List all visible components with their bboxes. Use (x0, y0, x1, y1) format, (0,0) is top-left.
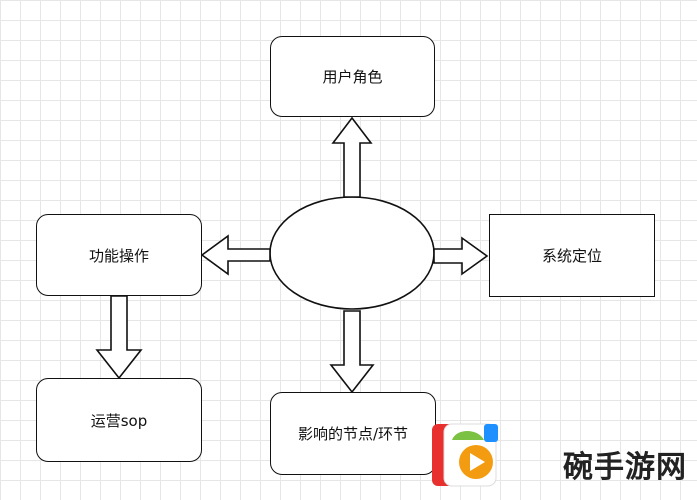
arrow-down-sop-icon (95, 295, 143, 380)
arrow-down-icon (329, 310, 375, 394)
node-affected-nodes: 影响的节点/环节 (270, 392, 436, 475)
arrow-left-icon (200, 234, 271, 276)
arrow-right-icon (433, 236, 489, 276)
node-system-position: 系统定位 (489, 214, 655, 297)
center-ellipse (269, 196, 435, 310)
node-user-role: 用户角色 (270, 36, 435, 117)
node-operations-sop: 运营sop (36, 378, 202, 462)
node-system-position-label: 系统定位 (541, 247, 602, 265)
arrow-up-icon (331, 116, 373, 198)
watermark-text: 碗手游网 (563, 450, 687, 485)
node-user-role-label: 用户角色 (322, 68, 383, 86)
watermark-logo-icon (432, 423, 498, 487)
node-function-operation-label: 功能操作 (88, 246, 149, 265)
node-operations-sop-label: 运营sop (90, 411, 148, 430)
node-function-operation: 功能操作 (36, 214, 202, 296)
node-affected-nodes-label: 影响的节点/环节 (297, 425, 409, 443)
